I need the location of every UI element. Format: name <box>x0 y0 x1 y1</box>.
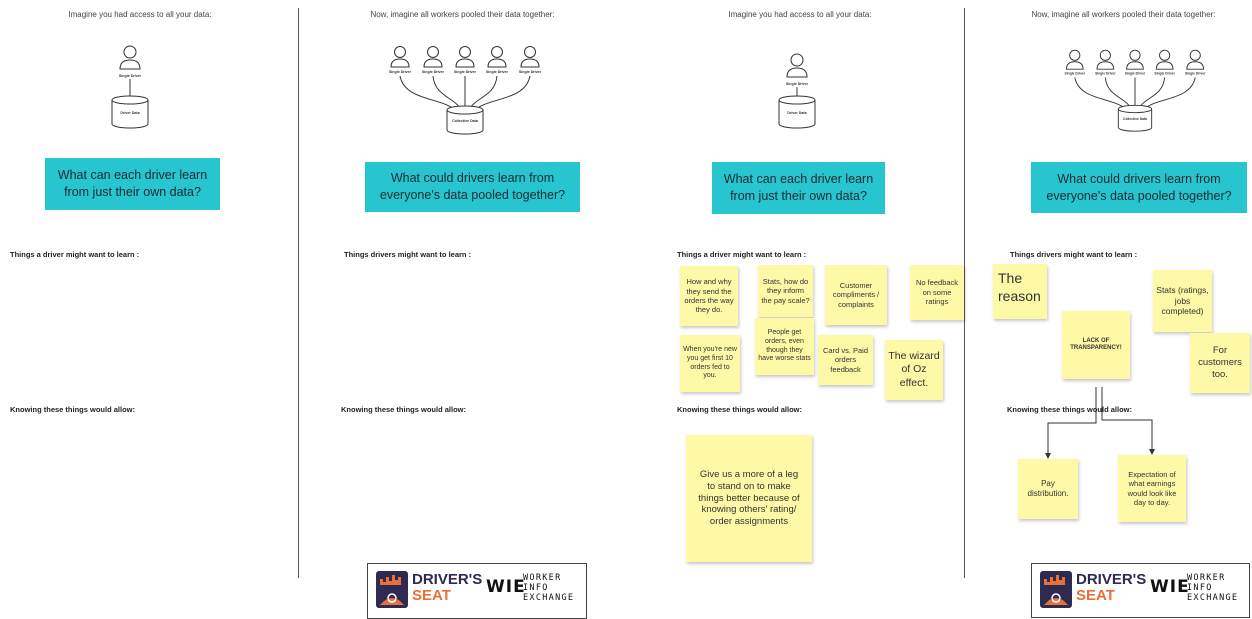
database-icon <box>446 105 484 135</box>
wie-mark: WIE <box>1150 577 1190 597</box>
database-icon <box>778 95 816 129</box>
sticky-note: LACK OF TRANSPARENCY! <box>1062 311 1130 379</box>
section-heading-allow: Knowing these things would allow: <box>1007 405 1132 414</box>
drivers-seat-wordmark: DRIVER'S SEAT <box>412 572 482 604</box>
wie-line1: WORKER <box>523 573 562 583</box>
arrow-right <box>1101 387 1153 451</box>
node-label: Single Driver <box>1065 72 1086 76</box>
node-label: Single Driver <box>1095 72 1116 76</box>
drivers-seat-wordmark: DRIVER'S SEAT <box>1076 572 1146 604</box>
arrow-head-icon <box>1149 449 1155 455</box>
node-label: Single Driver <box>422 70 445 74</box>
section-heading-allow: Knowing these things would allow: <box>677 405 802 414</box>
driver-icon <box>786 53 808 78</box>
wie-line2: INFO <box>523 583 549 593</box>
partner-logo: DRIVER'S SEAT WIE WORKER INFO EXCHANGE <box>1031 563 1250 618</box>
collective-diagram: Single Driver Single Driver Single Drive… <box>389 46 542 135</box>
node-labels: Single Driver Single Driver Single Drive… <box>389 70 542 74</box>
question-box: What could drivers learn from everyone's… <box>365 162 580 212</box>
node-label: Single Driver <box>519 70 542 74</box>
drivers-seat-icon <box>376 571 408 608</box>
sticky-note: Pay distribution. <box>1018 459 1078 519</box>
arrows <box>1045 387 1155 459</box>
wie-line3: EXCHANGE <box>1187 593 1239 603</box>
wie-line1: WORKER <box>1187 573 1226 583</box>
collective-diagram: Single Driver Single Driver Single Drive… <box>1065 49 1207 132</box>
sticky-note: No feedback on some ratings <box>910 265 964 320</box>
driver-icon <box>119 45 141 70</box>
sticky-note: Stats, how do they inform the pay scale? <box>758 265 813 317</box>
database-label: Driver Data <box>120 111 140 115</box>
wie-mark: WIE <box>486 577 526 597</box>
question-box: What can each driver learn from just the… <box>712 162 885 214</box>
question-box: What could drivers learn from everyone's… <box>1031 162 1247 213</box>
sticky-note: When you're new you get first 10 orders … <box>680 335 740 392</box>
node-label: Single Driver <box>786 82 809 86</box>
panel-divider <box>964 8 965 578</box>
drivers-seat-line1: DRIVER'S <box>1076 571 1147 588</box>
arrow-left <box>1047 387 1097 455</box>
section-heading-allow: Knowing these things would allow: <box>10 405 135 414</box>
single-driver-diagram: Single Driver Driver Data <box>111 45 149 129</box>
section-heading-learn: Things drivers might want to learn : <box>344 250 472 259</box>
wie-line2: INFO <box>1187 583 1213 593</box>
sticky-note: Stats (ratings, jobs completed) <box>1153 270 1212 332</box>
node-labels: Single Driver Single Driver Single Drive… <box>1065 72 1207 76</box>
node-label: Single Driver <box>389 70 412 74</box>
wie-line3: EXCHANGE <box>523 593 575 603</box>
wie-wordmark: WORKER INFO EXCHANGE <box>1187 573 1238 603</box>
driver-icons <box>390 46 540 68</box>
sticky-note: How and why they send the orders the way… <box>680 266 738 326</box>
sticky-note: Give us a more of a leg to stand on to m… <box>686 435 812 562</box>
node-label: Single Driver <box>1125 72 1146 76</box>
sticky-note: Expectation of what earnings would look … <box>1118 455 1186 522</box>
database-icon <box>111 95 149 129</box>
drivers-seat-icon <box>1040 571 1072 608</box>
arrow-head-icon <box>1045 453 1051 459</box>
section-heading-allow: Knowing these things would allow: <box>341 405 466 414</box>
single-driver-diagram: Single Driver Driver Data <box>778 53 816 129</box>
sticky-note: The reason <box>993 264 1047 319</box>
drivers-seat-line2: SEAT <box>1076 587 1115 604</box>
sticky-note: The wizard of Oz effect. <box>885 340 943 400</box>
section-heading-learn: Things a driver might want to learn : <box>677 250 807 259</box>
sticky-note: People get orders, even though they have… <box>755 318 814 375</box>
sticky-note: Card vs. Paid orders feedback <box>818 335 873 385</box>
database-label: Driver Data <box>787 111 807 115</box>
node-label: Single Driver <box>1185 72 1206 76</box>
database-icon <box>1117 104 1153 132</box>
wie-wordmark: WORKER INFO EXCHANGE <box>523 573 574 603</box>
sticky-note: Customer compliments / complaints <box>825 265 887 325</box>
section-heading-learn: Things a driver might want to learn : <box>10 250 140 259</box>
intro-text: Now, imagine all workers pooled their da… <box>1031 10 1216 19</box>
panel-divider <box>298 8 299 578</box>
intro-text: Now, imagine all workers pooled their da… <box>370 10 555 19</box>
section-heading-learn: Things drivers might want to learn : <box>1010 250 1138 259</box>
partner-logo: DRIVER'S SEAT WIE WORKER INFO EXCHANGE <box>367 563 587 619</box>
node-label: Single Driver <box>454 70 477 74</box>
drivers-seat-line1: DRIVER'S <box>412 571 483 588</box>
question-box: What can each driver learn from just the… <box>45 158 220 210</box>
intro-text: Imagine you had access to all your data: <box>728 10 872 19</box>
node-label: Single Driver <box>1154 72 1175 76</box>
sticky-note: For customers too. <box>1190 333 1250 393</box>
driver-icons <box>1065 49 1205 70</box>
database-label: Collective Data <box>452 119 479 123</box>
node-label: Single Driver <box>486 70 509 74</box>
database-label: Collective Data <box>1123 117 1147 121</box>
node-label: Single Driver <box>119 74 142 78</box>
drivers-seat-line2: SEAT <box>412 587 451 604</box>
intro-text: Imagine you had access to all your data: <box>68 10 212 19</box>
